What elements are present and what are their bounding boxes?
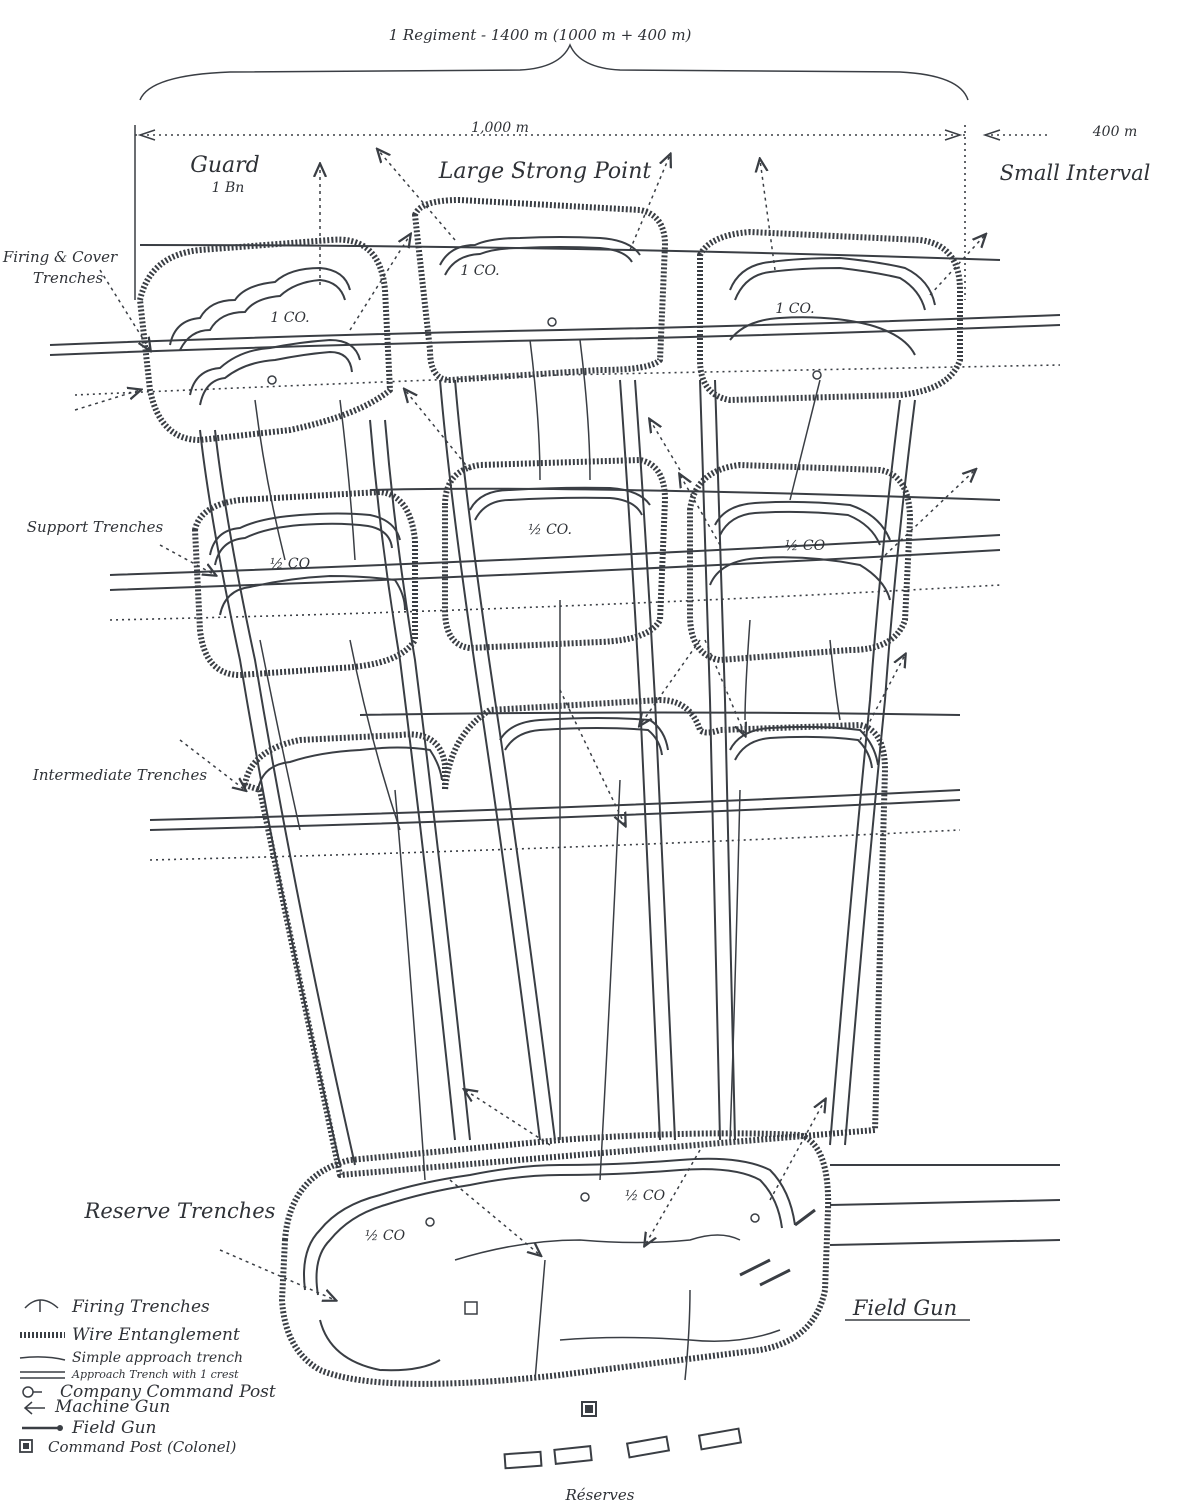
legend-item-wire-entanglement: Wire Entanglement xyxy=(20,1325,240,1345)
reserve-command-post xyxy=(465,1302,477,1314)
firing-cover-label-2: Trenches xyxy=(33,269,104,287)
reserves-label: Réserves xyxy=(565,1486,635,1504)
company-post-left xyxy=(268,376,276,384)
approach-trench-crest-icon xyxy=(20,1372,65,1378)
unit-label-reserve-right: ½ CO xyxy=(625,1188,666,1204)
legend-item-colonel-command-post: Command Post (Colonel) xyxy=(20,1438,236,1456)
interval-width-label: 400 m xyxy=(1092,124,1137,140)
svg-text:Approach Trench with 1 crest: Approach Trench with 1 crest xyxy=(71,1368,239,1381)
guard-label: Guard xyxy=(190,153,259,178)
reserve-block-2 xyxy=(554,1446,591,1464)
unit-label-half-right: ½ CO xyxy=(785,538,826,554)
simple-approach-trench-icon xyxy=(20,1357,65,1360)
support-trenches-label: Support Trenches xyxy=(27,518,164,536)
small-interval-label: Small Interval xyxy=(1000,161,1151,185)
field-gun-label: Field Gun xyxy=(852,1296,957,1320)
center-top-wire xyxy=(415,200,665,380)
legend-item-firing-trenches: Firing Trenches xyxy=(25,1297,210,1317)
firing-trenches xyxy=(170,237,935,1370)
firing-cover-label-1: Firing & Cover xyxy=(2,248,118,266)
legend-item-simple-approach: Simple approach trench xyxy=(20,1350,243,1366)
reserve-block-1 xyxy=(505,1452,542,1468)
svg-text:Wire Entanglement: Wire Entanglement xyxy=(72,1325,240,1345)
field-gun-symbols xyxy=(740,1210,815,1285)
company-post-center xyxy=(548,318,556,326)
svg-text:Simple approach trench: Simple approach trench xyxy=(72,1350,243,1366)
intermediate-trenches-label: Intermediate Trenches xyxy=(32,766,207,784)
svg-text:Command Post (Colonel): Command Post (Colonel) xyxy=(48,1438,236,1456)
reserve-block-4 xyxy=(699,1429,741,1450)
legend-item-approach-crest: Approach Trench with 1 crest xyxy=(20,1368,239,1381)
guard-sublabel: 1 Bn xyxy=(212,180,245,196)
unit-label-co-right: 1 CO. xyxy=(775,301,814,317)
company-post-reserve-3 xyxy=(751,1214,759,1222)
unit-label-co-left: 1 CO. xyxy=(270,310,309,326)
firing-trench-icon xyxy=(25,1300,58,1308)
reserve-block-3 xyxy=(627,1437,669,1458)
unit-label-half-left: ½ CO xyxy=(270,556,311,572)
legend: Firing Trenches Wire Entanglement Simple… xyxy=(20,1297,276,1456)
frontage-label: 1,000 m xyxy=(471,120,529,136)
horizontal-trench-lines xyxy=(50,245,1060,1245)
svg-text:Firing Trenches: Firing Trenches xyxy=(71,1297,210,1317)
unit-label-reserve-left: ½ CO xyxy=(365,1228,406,1244)
unit-label-half-center: ½ CO. xyxy=(528,522,572,538)
company-command-post-icon xyxy=(23,1387,33,1397)
legend-item-machine-gun: Machine Gun xyxy=(25,1397,170,1417)
company-post-reserve-1 xyxy=(426,1218,434,1226)
svg-text:Machine Gun: Machine Gun xyxy=(54,1397,170,1417)
machine-gun-icon xyxy=(25,1402,45,1414)
large-strong-point-label: Large Strong Point xyxy=(438,159,652,184)
reserve-trenches-label: Reserve Trenches xyxy=(84,1199,276,1223)
company-post-reserve-2 xyxy=(581,1193,589,1201)
reserve-area: Réserves xyxy=(505,1402,741,1504)
regiment-title: 1 Regiment - 1400 m (1000 m + 400 m) xyxy=(389,26,692,44)
company-post-right xyxy=(813,371,821,379)
regiment-brace xyxy=(140,45,968,100)
legend-item-field-gun: Field Gun xyxy=(22,1418,157,1438)
unit-label-co-center: 1 CO. xyxy=(460,263,499,279)
svg-text:Field Gun: Field Gun xyxy=(71,1418,157,1438)
